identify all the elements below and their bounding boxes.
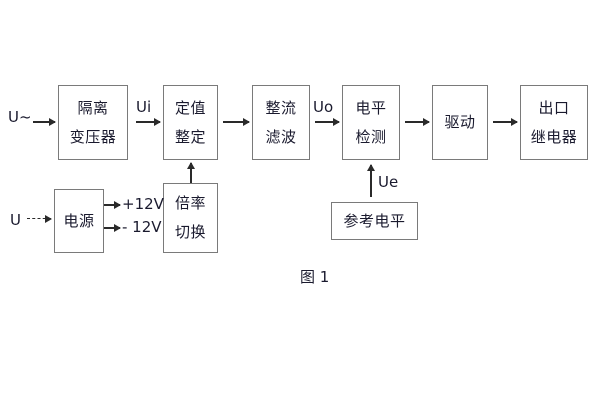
- arrow-isolation-to-setting: [136, 121, 160, 123]
- block-label-line2: 变压器: [69, 127, 117, 146]
- arrow-u-dc-to-power: [27, 218, 51, 219]
- block-label-line1: 电平: [355, 98, 387, 117]
- block-output-relay: 出口 继电器: [520, 85, 588, 160]
- arrow-power-to-minus-12v: [104, 227, 120, 229]
- arrow-u-to-isolation: [33, 121, 55, 123]
- block-label-line2: 滤波: [265, 127, 297, 146]
- block-isolation-transformer: 隔离 变压器: [58, 85, 128, 160]
- figure-caption: 图 1: [300, 268, 330, 286]
- block-label-line2: 切换: [174, 223, 206, 241]
- arrow-level-to-drive: [405, 121, 429, 123]
- arrow-rectify-to-level: [315, 121, 339, 123]
- block-setting-value: 定值 整定: [163, 85, 218, 160]
- block-label-line2: 整定: [174, 127, 206, 146]
- block-drive: 驱动: [432, 85, 488, 160]
- signal-label-u-dc-input: U: [10, 211, 21, 229]
- block-label-line2: 继电器: [530, 127, 578, 146]
- block-label-line1: 倍率: [174, 194, 206, 212]
- block-label-line1: 整流: [265, 98, 297, 117]
- signal-label-ue: Ue: [378, 173, 399, 191]
- signal-label-u-ac-input: U~: [8, 108, 32, 126]
- arrow-drive-to-output-relay: [493, 121, 517, 123]
- block-label-line1: 出口: [538, 98, 570, 117]
- block-rectify-filter: 整流 滤波: [252, 85, 310, 160]
- signal-label-plus-12v: +12V: [122, 195, 164, 213]
- block-label-line1: 电源: [63, 211, 95, 230]
- block-multiplier-switch: 倍率 切换: [163, 183, 218, 253]
- signal-label-uo: Uo: [313, 98, 334, 116]
- arrow-reference-to-level: [370, 165, 372, 197]
- signal-label-minus-12v: - 12V: [122, 218, 162, 236]
- block-level-detection: 电平 检测: [342, 85, 400, 160]
- arrow-setting-to-rectify: [223, 121, 249, 123]
- block-label-line2: 检测: [355, 127, 387, 146]
- block-power-supply: 电源: [54, 189, 104, 253]
- block-reference-level: 参考电平: [331, 202, 418, 240]
- block-label-line1: 定值: [174, 98, 206, 117]
- signal-label-ui: Ui: [136, 98, 152, 116]
- block-label-line1: 参考电平: [343, 211, 406, 230]
- arrow-power-to-plus-12v: [104, 204, 120, 206]
- block-label-line1: 隔离: [77, 98, 109, 117]
- arrow-multiplier-to-setting: [190, 163, 192, 183]
- block-label-line1: 驱动: [444, 113, 476, 131]
